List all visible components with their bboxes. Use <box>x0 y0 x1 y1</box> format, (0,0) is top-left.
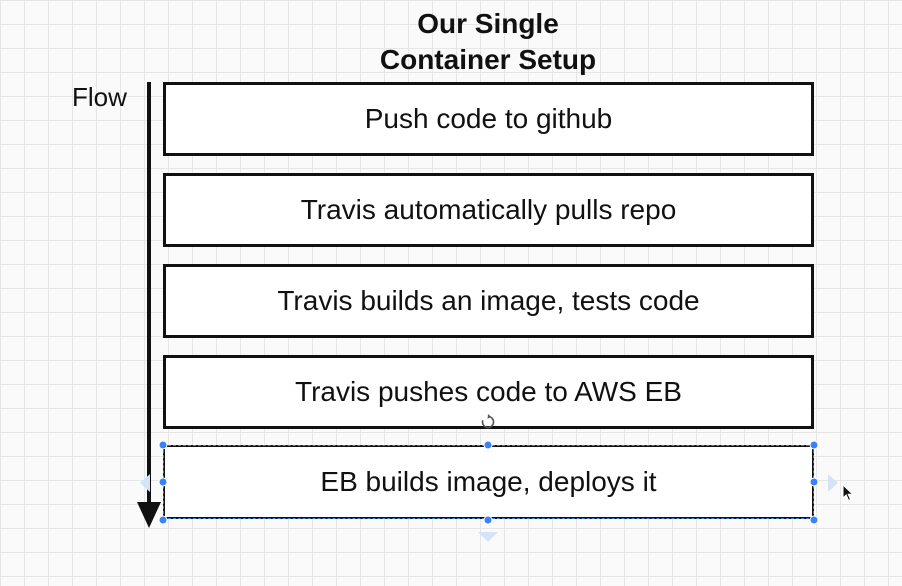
step-label: Push code to github <box>364 103 613 134</box>
step-label: Travis pushes code to AWS EB <box>295 376 682 407</box>
resize-handle-top[interactable] <box>483 440 493 450</box>
step-box-1[interactable]: Push code to github <box>163 82 814 156</box>
flow-label: Flow <box>72 82 127 112</box>
connect-left-arrow-icon[interactable] <box>140 474 150 492</box>
resize-handle-right[interactable] <box>809 477 819 487</box>
resize-handle-top-left[interactable] <box>158 440 168 450</box>
step-box-5-selected[interactable]: EB builds image, deploys it <box>163 445 814 519</box>
title-line-1: Our Single <box>417 8 559 39</box>
connect-right-arrow-icon[interactable] <box>828 474 838 492</box>
mouse-pointer-icon <box>842 484 854 502</box>
step-label: Travis builds an image, tests code <box>277 285 700 316</box>
step-box-4[interactable]: Travis pushes code to AWS EB <box>163 355 814 429</box>
step-box-3[interactable]: Travis builds an image, tests code <box>163 264 814 338</box>
connect-down-arrow-icon[interactable] <box>478 532 498 542</box>
diagram-title: Our Single Container Setup <box>328 6 648 78</box>
rotate-handle-icon[interactable] <box>480 414 496 430</box>
resize-handle-top-right[interactable] <box>809 440 819 450</box>
step-label: EB builds image, deploys it <box>320 466 657 497</box>
flow-arrow-icon <box>137 82 161 528</box>
resize-handle-bottom[interactable] <box>483 515 493 525</box>
resize-handle-left[interactable] <box>158 477 168 487</box>
step-box-2[interactable]: Travis automatically pulls repo <box>163 173 814 247</box>
resize-handle-bottom-left[interactable] <box>158 515 168 525</box>
step-label: Travis automatically pulls repo <box>300 194 677 225</box>
resize-handle-bottom-right[interactable] <box>809 515 819 525</box>
title-line-2: Container Setup <box>379 44 597 75</box>
